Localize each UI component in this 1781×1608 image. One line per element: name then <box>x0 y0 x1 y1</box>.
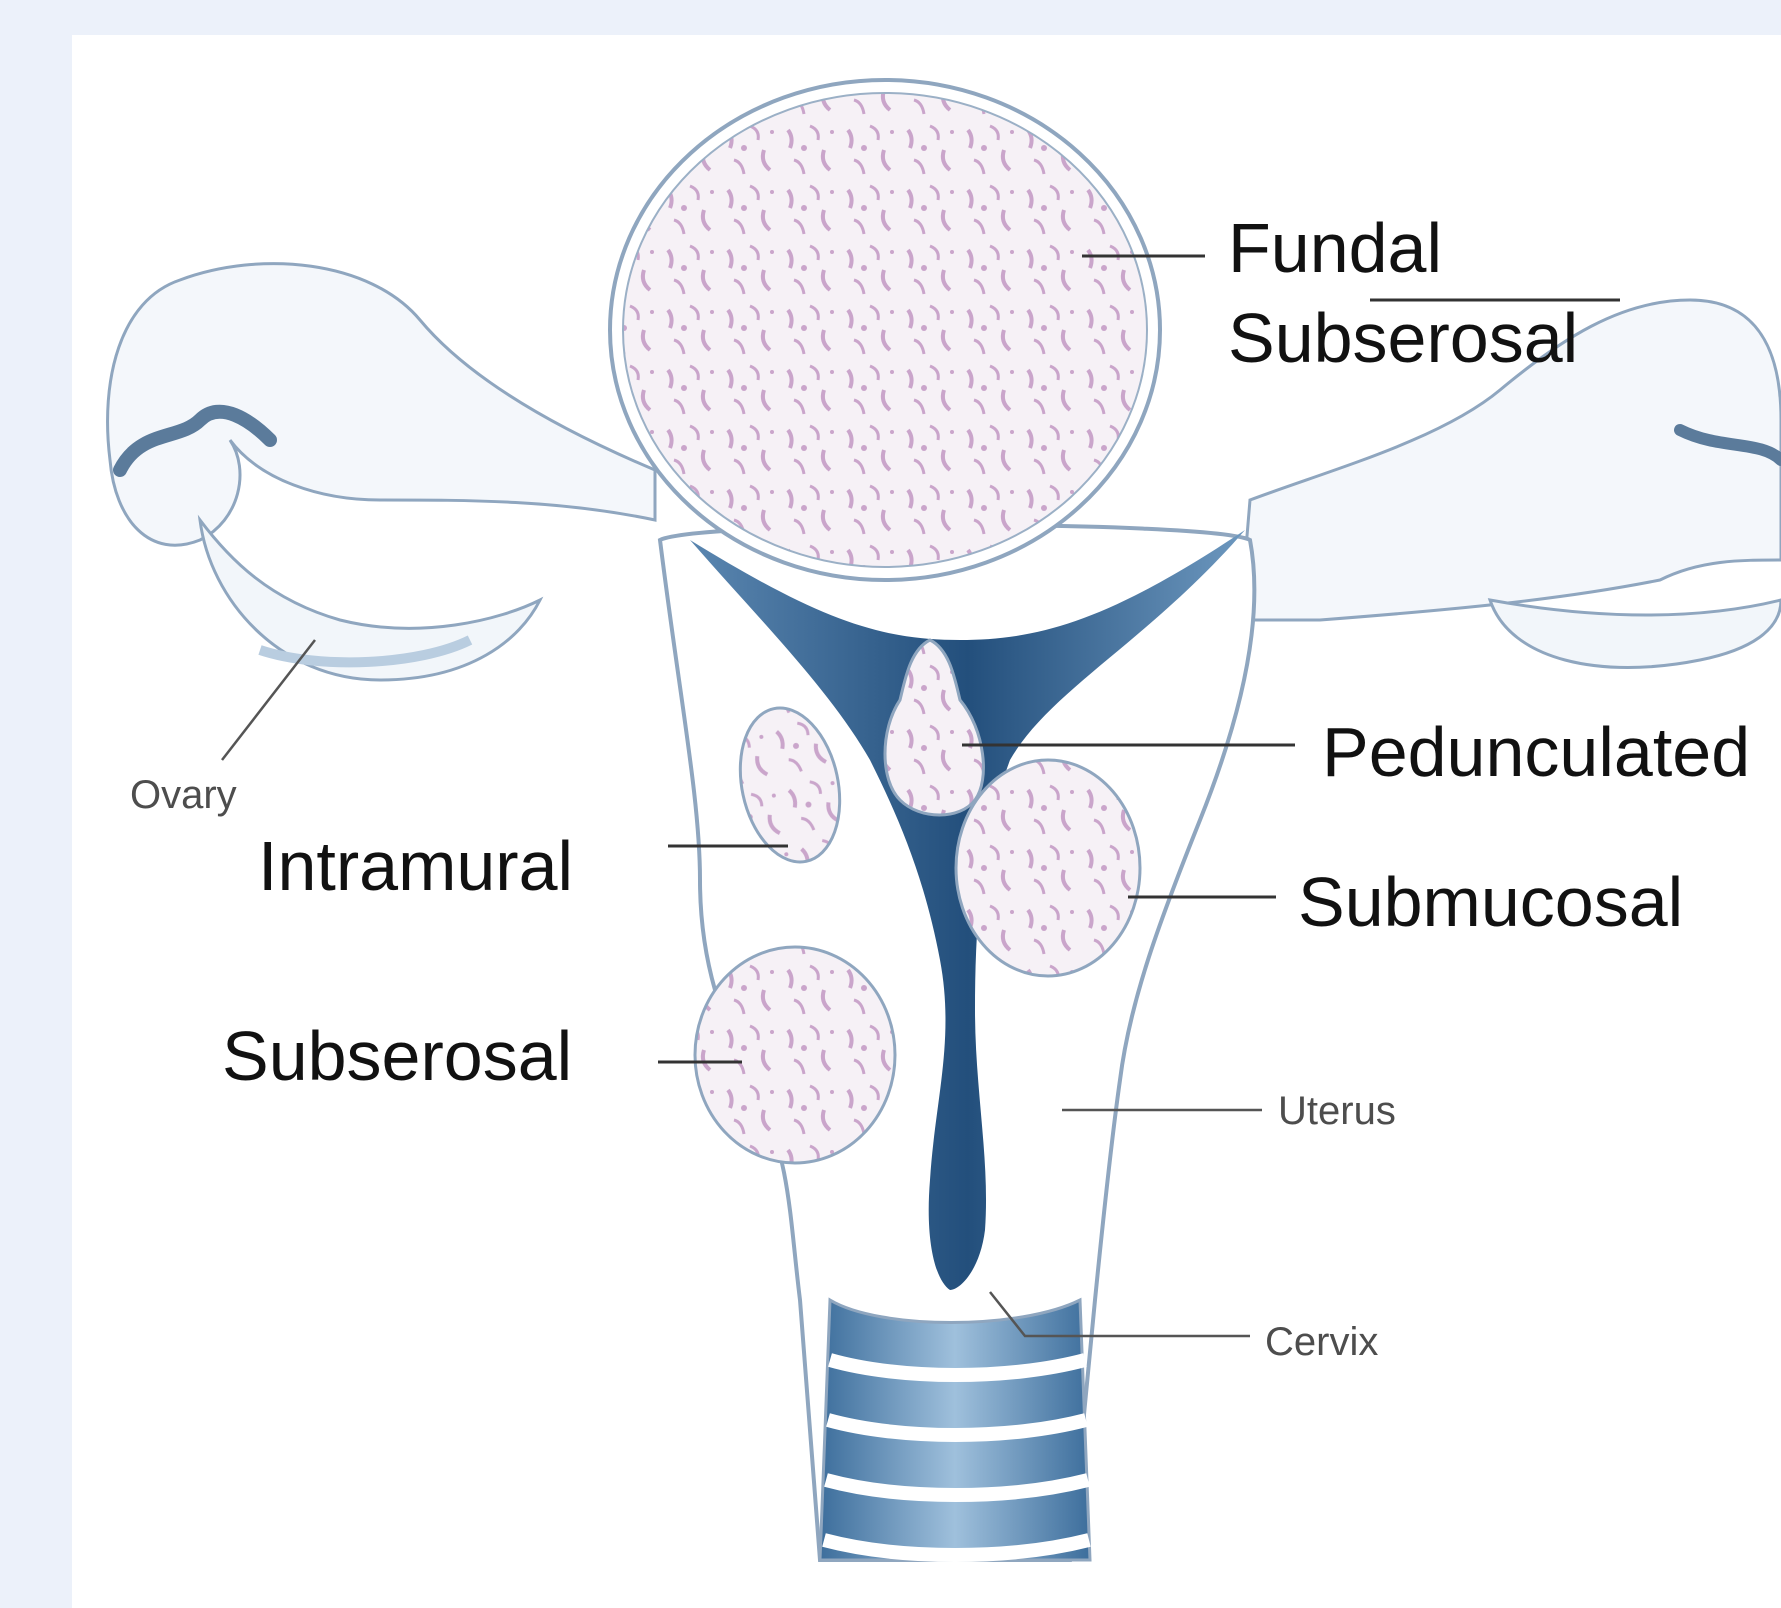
label-intramural: Intramural <box>258 827 573 905</box>
fundal-subserosal-fibroid <box>610 80 1160 580</box>
label-pedunculated: Pedunculated <box>1322 713 1750 791</box>
label-uterus: Uterus <box>1278 1089 1396 1133</box>
label-subserosal: Subserosal <box>222 1017 572 1095</box>
subserosal-fibroid <box>695 947 895 1163</box>
cervical-canal <box>820 1300 1090 1560</box>
label-ovary: Ovary <box>130 773 237 817</box>
label-submucosal: Submucosal <box>1298 863 1683 941</box>
label-fundal-subserosal: Subserosal <box>1228 299 1578 377</box>
ovary-leader-line <box>222 640 315 760</box>
submucosal-fibroid <box>956 760 1140 976</box>
left-ovary <box>200 520 540 680</box>
label-fundal: Fundal <box>1228 209 1442 287</box>
left-fallopian-tube <box>108 264 655 546</box>
right-ovary <box>1490 600 1781 668</box>
label-cervix: Cervix <box>1265 1320 1378 1364</box>
